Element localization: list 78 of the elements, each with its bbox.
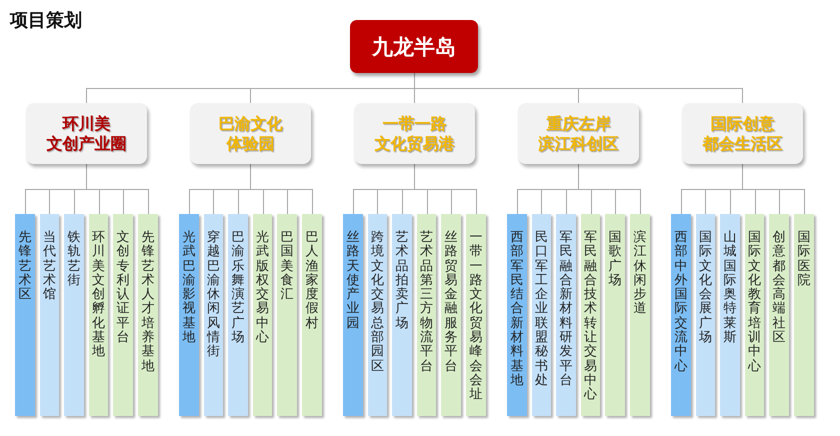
- item-label: 巴人渔家度假村: [305, 231, 318, 332]
- item-label: 西部军民结合新材料基地: [510, 231, 524, 388]
- item-label: 光武巴渝影视基地: [182, 231, 196, 346]
- category-box: [682, 103, 803, 164]
- item-label: 当代艺术馆: [42, 231, 56, 302]
- item-bar: [302, 214, 322, 416]
- category-box: [26, 103, 147, 164]
- item-label: 民口军工企业联盟秘书处: [534, 231, 548, 388]
- item-bar: [794, 214, 814, 416]
- item-label: 巴渝乐舞演艺广场: [231, 231, 244, 346]
- item-bar: [228, 214, 248, 416]
- item-label: 国歌广场: [608, 231, 622, 288]
- connector-line: [742, 164, 805, 214]
- category-label: 环川美文创产业圈: [46, 114, 126, 154]
- item-label: 西部中外国际交流中心: [674, 231, 688, 374]
- connector-line: [250, 164, 313, 214]
- item-bar: [720, 214, 740, 416]
- root-box: [350, 20, 478, 73]
- item-bar: [769, 214, 789, 416]
- item-label: 先锋艺术区: [18, 231, 32, 302]
- item-bar: [580, 214, 600, 416]
- connector-line: [578, 164, 641, 214]
- item-label: 军民融合技术转让交易中心: [584, 231, 598, 403]
- item-label: 一带一路文化贸易峰会会址: [469, 231, 482, 403]
- item-bar: [343, 214, 362, 416]
- item-label: 丝路天使产业园: [346, 231, 360, 332]
- item-bar: [466, 214, 486, 416]
- page-title: 项目策划: [10, 9, 82, 32]
- item-bar: [441, 214, 461, 416]
- item-bar: [696, 214, 716, 416]
- item-label: 国际医院: [797, 231, 810, 288]
- item-bar: [113, 214, 133, 416]
- item-label: 巴国美食汇: [280, 231, 294, 302]
- item-bar: [40, 214, 60, 416]
- item-label: 铁轨艺街: [67, 231, 80, 288]
- item-bar: [630, 214, 650, 416]
- item-label: 山城国际奥特莱斯: [723, 231, 736, 346]
- category-box: [190, 103, 311, 164]
- item-bar: [64, 214, 84, 416]
- item-label: 国际文化会展广场: [698, 231, 712, 346]
- item-bar: [15, 214, 34, 416]
- item-label: 丝路贸易金融服务平台: [444, 231, 458, 374]
- item-label: 创意都会高端社区: [772, 231, 786, 346]
- connector-line: [414, 164, 477, 214]
- item-label: 光武版权交易中心: [256, 231, 270, 346]
- item-label: 跨境文化交易总部园区: [370, 231, 384, 374]
- item-bar: [507, 214, 526, 416]
- item-bar: [88, 214, 108, 416]
- item-bar: [204, 214, 224, 416]
- item-bar: [671, 214, 690, 416]
- item-label: 艺术品拍卖广场: [395, 231, 408, 332]
- item-bar: [605, 214, 625, 416]
- item-bar: [252, 214, 272, 416]
- category-label: 巴渝文化体验园: [218, 114, 282, 154]
- item-label: 滨江休闲步道: [633, 231, 646, 317]
- item-label: 国际文化教育培训中心: [748, 231, 762, 374]
- item-bar: [556, 214, 576, 416]
- item-label: 艺术品第三方物流平台: [420, 231, 434, 374]
- item-label: 先锋艺术人才培养基地: [141, 231, 154, 374]
- item-label: 文创专利认证平台: [116, 231, 130, 346]
- category-label: 一带一路文化贸易港: [374, 114, 454, 154]
- category-box: [518, 103, 639, 164]
- item-label: 环川美文创孵化基地: [92, 231, 106, 360]
- category-label: 重庆左岸滨江科创区: [538, 114, 618, 154]
- connector-line: [86, 164, 149, 214]
- category-box: [354, 103, 475, 164]
- item-bar: [392, 214, 412, 416]
- item-bar: [532, 214, 552, 416]
- item-bar: [744, 214, 764, 416]
- item-bar: [277, 214, 297, 416]
- item-bar: [179, 214, 198, 416]
- item-label: 军民融合新材料研发平台: [559, 231, 572, 388]
- category-label: 国际创意都会生活区: [702, 114, 782, 154]
- item-bar: [416, 214, 436, 416]
- root-label: 九龙半岛: [372, 34, 456, 60]
- item-bar: [138, 214, 158, 416]
- item-bar: [368, 214, 388, 416]
- item-label: 穿越巴渝休闲风情街: [206, 231, 220, 360]
